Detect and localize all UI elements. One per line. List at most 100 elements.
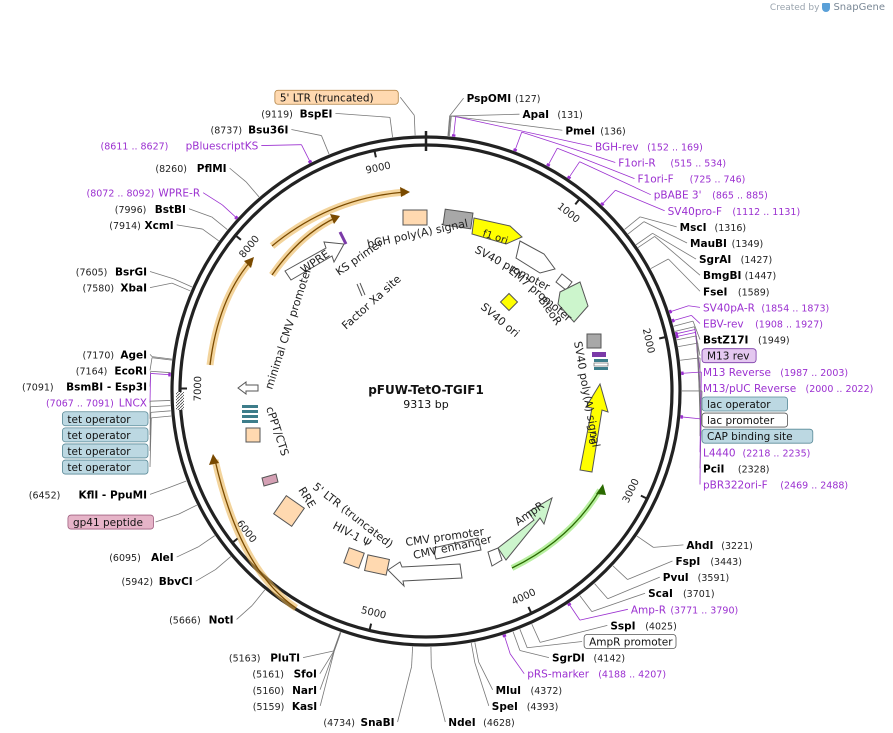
- orange-arc-2-arrow: [330, 214, 340, 224]
- plasmid-name: pFUW-TetO-TGIF1: [368, 383, 484, 397]
- primer-range: (4188 .. 4207): [598, 670, 666, 681]
- leader-line: [176, 224, 203, 230]
- primer-label: pBR322ori-F(2469 .. 2488): [703, 479, 848, 491]
- label-box: [62, 427, 149, 443]
- cppt-cts-box: [245, 427, 261, 443]
- orange-arc-4-arrow: [209, 454, 219, 465]
- ruler-tick: [640, 494, 649, 501]
- site-position: (8737): [210, 125, 242, 136]
- restriction-site-label: BstZ17I(1949): [703, 335, 790, 347]
- tet-operator-mark-3: [242, 415, 258, 418]
- ampr-promoter-arrow: [487, 547, 503, 567]
- leader-line: [229, 167, 247, 183]
- box-label-text: AmpR promoter: [589, 637, 673, 649]
- site-position: (5163): [229, 654, 261, 665]
- leader-line: [519, 629, 528, 648]
- leader-line: [652, 232, 697, 260]
- site-position: (7996): [115, 205, 147, 216]
- leader-line: [333, 632, 342, 652]
- leader-line: [450, 113, 520, 117]
- primer-label: M13/pUC Reverse(2000 .. 2022): [703, 383, 873, 395]
- primer-label: SV40pA-R(1854 .. 1873): [703, 302, 829, 314]
- primer-mark: [671, 318, 675, 323]
- leader-line: [215, 556, 232, 570]
- leader-line: [675, 329, 696, 335]
- site-name: KflI - PpuMI: [78, 489, 147, 501]
- restriction-site-label: AleI(6095): [109, 552, 173, 564]
- leader-line: [539, 625, 608, 643]
- box-label-text: lac operator: [707, 399, 771, 411]
- site-position: (5942): [122, 577, 154, 588]
- leader-line: [149, 412, 152, 451]
- site-marks: [168, 134, 684, 638]
- restriction-site-label: KflI - PpuMI(6452): [29, 489, 147, 501]
- ruler-tick-label: 5000: [360, 605, 387, 622]
- feature-box-label: tet operator: [62, 443, 149, 459]
- ruler-tick-label: 3000: [621, 477, 642, 505]
- leader-line: [319, 650, 335, 674]
- label-box: [62, 459, 149, 475]
- primer-range: (2218 .. 2235): [743, 448, 811, 459]
- orange-arc-1-arrow: [400, 187, 410, 197]
- primer-mark: [546, 163, 551, 167]
- site-name: PluTI: [270, 653, 300, 665]
- orange-arc-3: [206, 259, 253, 366]
- primer-name: M13/pUC Reverse: [703, 383, 796, 395]
- cmv-enhancer-arrow: [387, 561, 463, 588]
- primer-range: (8611 .. 8627): [101, 142, 169, 153]
- site-position: (5160): [253, 686, 285, 697]
- ks-primer-mark: [338, 231, 348, 245]
- box-label-text: 5' LTR (truncated): [280, 92, 374, 104]
- site-name: SgrAI: [699, 254, 731, 266]
- restriction-site-label: SnaBI(4734): [323, 717, 394, 729]
- primer-label: EBV-rev(1908 .. 1927): [703, 318, 823, 330]
- site-name: PflMI: [197, 163, 227, 175]
- primer-label: LNCX(7067 .. 7091): [46, 398, 147, 410]
- site-name: BsrGI: [115, 267, 147, 279]
- site-name: SnaBI: [361, 717, 395, 729]
- ruler-tick: [658, 335, 668, 340]
- site-name: PspOMI: [467, 93, 512, 105]
- leader-line: [188, 208, 212, 218]
- primer-name: WPRE-R: [158, 188, 200, 200]
- restriction-site-label: ApaI(131): [522, 109, 582, 121]
- site-position: (3221): [721, 541, 753, 552]
- leader-line: [612, 565, 628, 580]
- leader-line: [615, 189, 665, 212]
- leader-line: [568, 161, 580, 179]
- restriction-site-label: FspI(3443): [675, 556, 741, 568]
- ltr-truncated-box: [363, 554, 391, 576]
- site-position: (136): [600, 126, 626, 137]
- primer-name: F1ori-F: [637, 174, 673, 186]
- site-name: AgeI: [120, 349, 147, 361]
- leader-line: [653, 544, 684, 548]
- label-box: [583, 634, 677, 649]
- primer-mark: [234, 215, 239, 220]
- site-position: (1349): [732, 239, 764, 250]
- primer-range: (7067 .. 7091): [46, 399, 114, 410]
- leader-line: [430, 666, 446, 723]
- site-position: (7580): [83, 284, 115, 295]
- site-name: NdeI: [448, 717, 475, 729]
- restriction-site-label: BsmBI - Esp3I(7091): [22, 382, 147, 394]
- leader-line: [389, 117, 393, 138]
- leader-line: [413, 115, 416, 136]
- bleor-arrow: [557, 281, 589, 323]
- label-box: [67, 514, 154, 530]
- factor-xa-mark-1: [356, 283, 363, 297]
- leader-line: [155, 513, 180, 523]
- restriction-site-label: SpeI(4393): [492, 701, 558, 713]
- hiv1-psi-box: [343, 547, 365, 569]
- restriction-site-label: ScaI(3701): [648, 588, 714, 600]
- restriction-site-label: XcmI(7914): [109, 220, 173, 232]
- primer-name: SV40pro-F: [668, 206, 722, 218]
- leader-line: [173, 278, 193, 288]
- box-label-text: tet operator: [67, 430, 131, 442]
- leader-line: [151, 357, 172, 361]
- leader-line: [150, 373, 171, 376]
- site-name: XcmI: [145, 220, 174, 232]
- leader-line: [668, 258, 701, 292]
- leader-line: [301, 144, 311, 163]
- leader-line: [453, 116, 457, 137]
